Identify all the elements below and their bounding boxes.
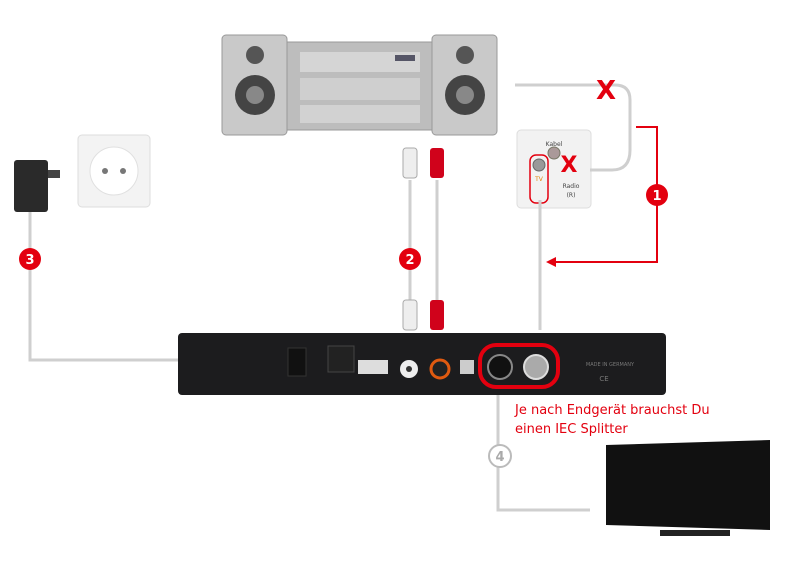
- x-mark-radio: X: [561, 153, 578, 178]
- kabel-label: Kabel: [546, 141, 563, 148]
- tv-label: TV: [534, 176, 544, 183]
- step-badge-1: 1: [646, 184, 668, 206]
- svg-text:4: 4: [495, 450, 504, 465]
- ce-label: CE: [599, 375, 608, 383]
- stereo-system: [221, 34, 498, 136]
- power-adapter: [14, 160, 60, 212]
- svg-text:3: 3: [25, 253, 34, 268]
- radio-label: Radio: [563, 183, 580, 190]
- power-outlet: [77, 134, 151, 208]
- splitter-note-line1: Je nach Endgerät brauchst Du: [515, 403, 710, 418]
- step-badge-4: 4: [488, 444, 512, 468]
- step-badge-2: 2: [399, 248, 421, 270]
- made-in-label: MADE IN GERMANY: [586, 362, 635, 368]
- svg-text:2: 2: [405, 253, 414, 268]
- step-badge-3: 3: [19, 248, 41, 270]
- receiver-box: MADE IN GERMANY CE: [178, 333, 666, 395]
- svg-text:1: 1: [652, 189, 661, 204]
- splitter-note-line2: einen IEC Splitter: [515, 422, 628, 437]
- antenna-wall-socket: Kabel TV Radio (R): [516, 129, 592, 209]
- x-mark-stereo: X: [596, 76, 616, 106]
- radio-sub-label: (R): [567, 192, 576, 199]
- rca-cable: [402, 147, 444, 331]
- arrow-head-icon: [546, 257, 556, 267]
- television: [606, 440, 770, 536]
